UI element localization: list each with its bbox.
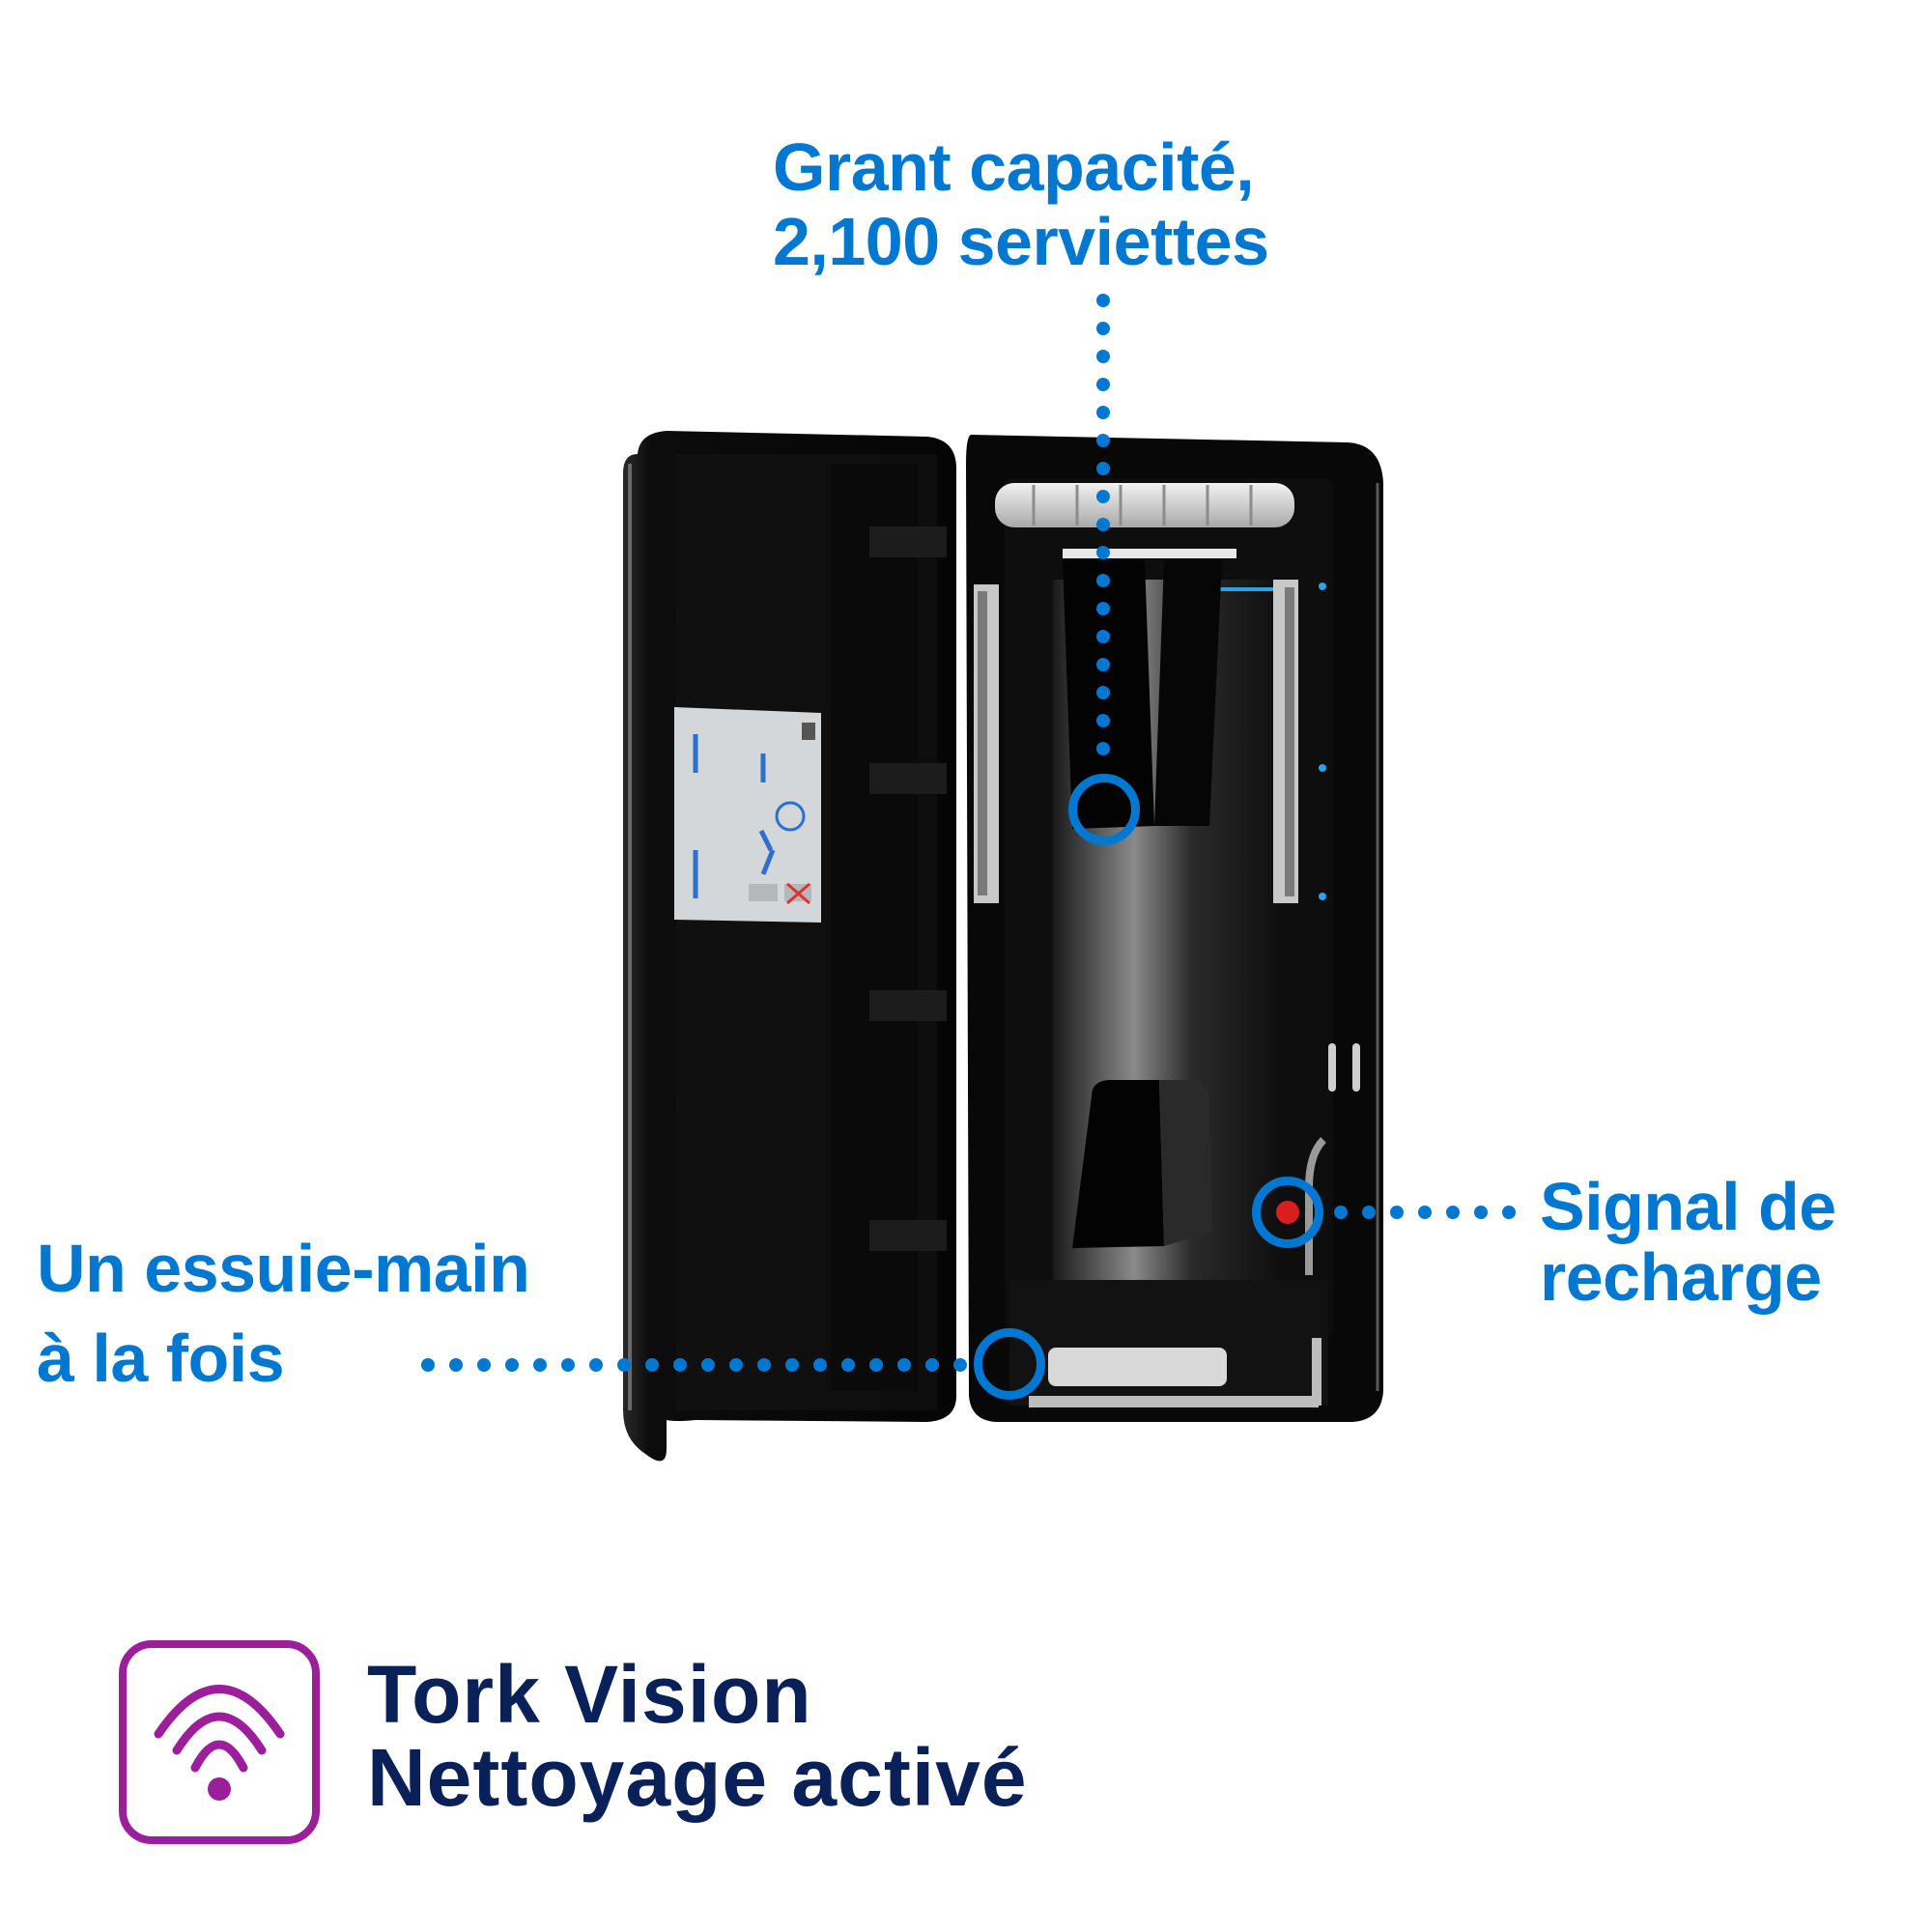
dispenser-door <box>623 431 956 1462</box>
brand-line2: Nettoyage activé <box>367 1732 1028 1823</box>
refill-signal-line1: Signal de <box>1540 1169 1836 1244</box>
dispenser-body <box>966 435 1383 1422</box>
single-towel-callout: Un essuie-main à la fois <box>37 1229 530 1399</box>
capacity-callout-line1: Grant capacité, <box>773 129 1255 205</box>
single-towel-line2: à la fois <box>37 1321 285 1396</box>
tork-vision-label: Tork Vision Nettoyage activé <box>367 1650 1028 1822</box>
wifi-connected-icon <box>119 1640 320 1844</box>
instruction-sticker <box>674 707 821 923</box>
refill-signal-line2: recharge <box>1540 1239 1822 1315</box>
refill-highlight-ring <box>1252 1177 1323 1248</box>
tork-vision-badge <box>118 1639 321 1845</box>
capacity-callout-line2: 2,100 serviettes <box>773 204 1269 279</box>
single-towel-line1: Un essuie-main <box>37 1231 530 1306</box>
dispensing-highlight-ring <box>974 1328 1045 1400</box>
top-roller <box>995 483 1294 558</box>
brand-line1: Tork Vision <box>367 1649 812 1740</box>
capacity-callout: Grant capacité, 2,100 serviettes <box>773 128 1269 282</box>
refill-signal-callout: Signal de recharge <box>1540 1167 1836 1318</box>
capacity-highlight-ring <box>1068 774 1140 845</box>
